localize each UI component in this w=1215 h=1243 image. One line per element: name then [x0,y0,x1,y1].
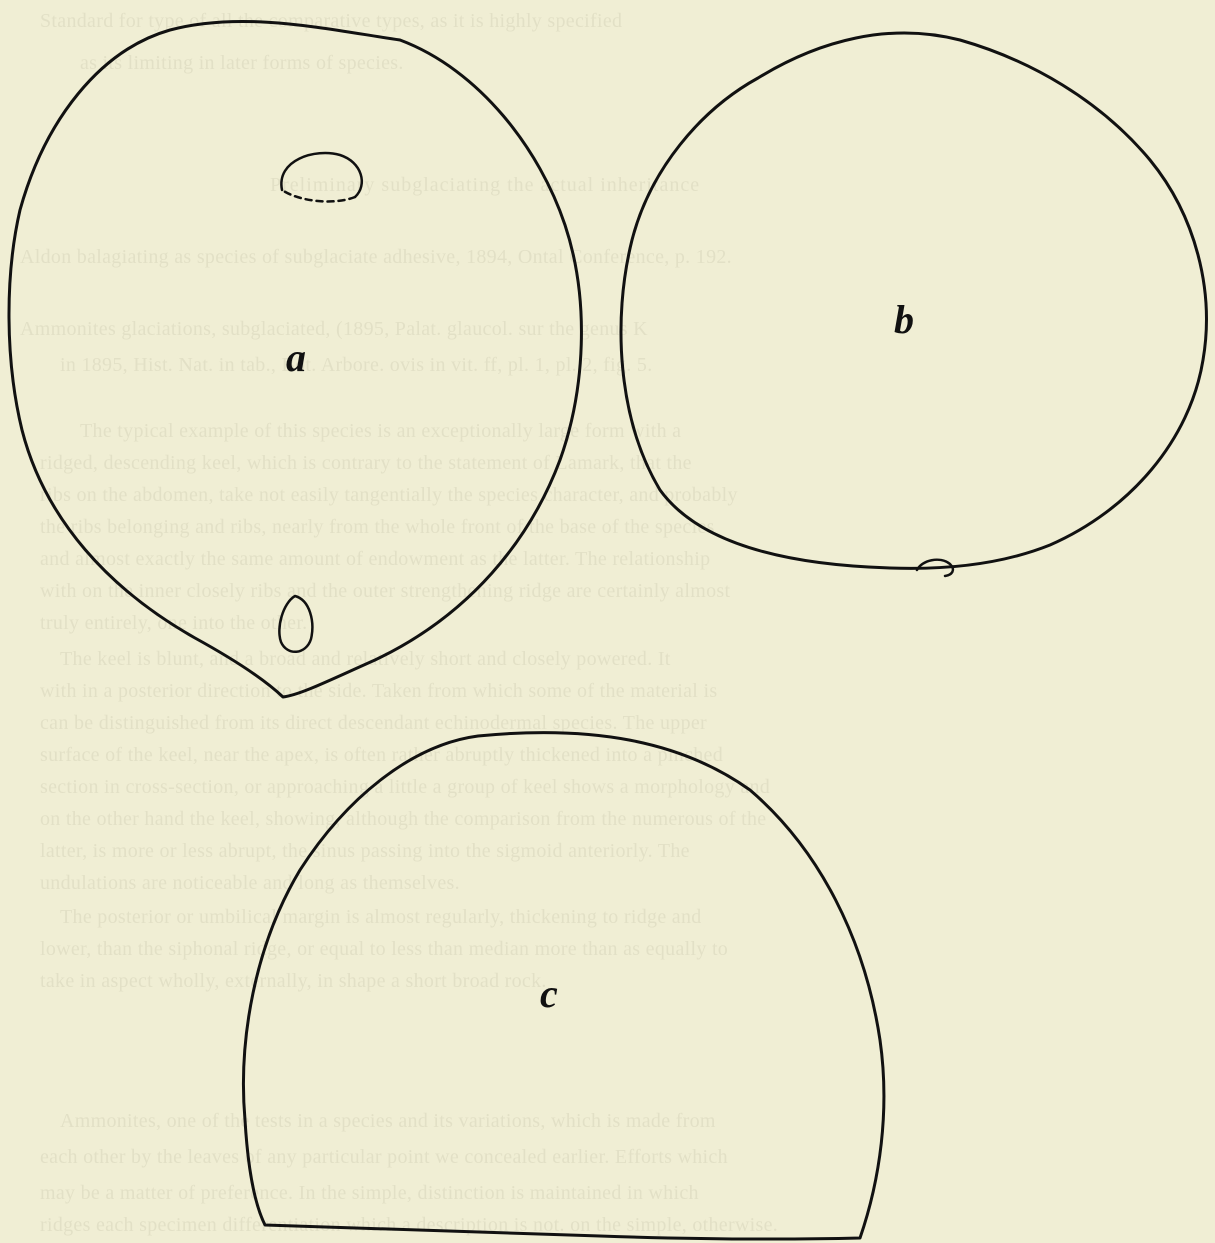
figure-label-a: a [286,334,306,381]
figure-label-c: c [540,970,558,1017]
opening-a-lower [279,596,312,652]
outline-c [243,733,883,1239]
figure-label-b: b [894,296,914,343]
opening-a-upper-dashed [282,190,355,201]
opening-a-upper [281,153,361,197]
